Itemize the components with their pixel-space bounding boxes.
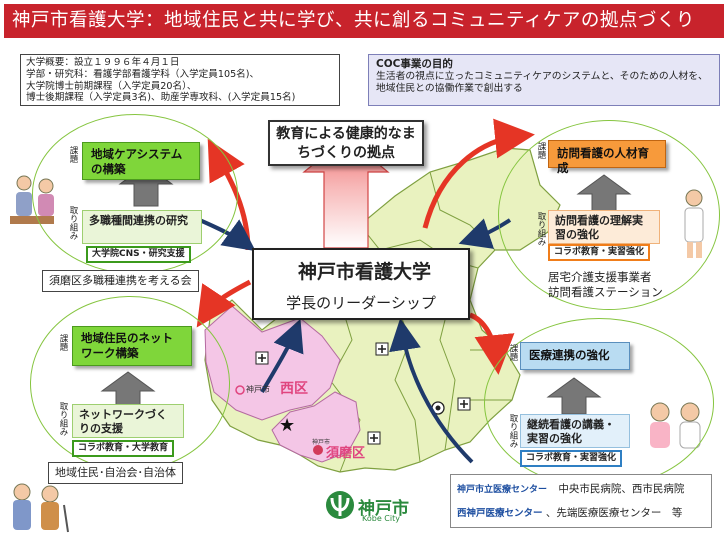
action-label: 取り組み bbox=[508, 414, 518, 448]
partner-home-care: 居宅介護支援事業者 訪問看護ステーション bbox=[548, 270, 663, 300]
issue-box-community-care: 地域ケアシステムの構築 bbox=[82, 142, 200, 180]
map-district-line bbox=[439, 299, 456, 451]
hospital-cross-icon bbox=[367, 431, 381, 445]
overview-line: 大学院博士前期課程（入学定員20名）、 bbox=[26, 80, 197, 92]
kobe-medical-center-name: 神戸市立医療センター bbox=[457, 485, 548, 495]
nishi-ku-label: 西区 bbox=[280, 381, 308, 397]
suma-ku-prefix: 神戸市 bbox=[312, 439, 331, 446]
hospital-detail: 中央市民病院、西市民病院 bbox=[558, 483, 685, 495]
president-leadership: 学長のリーダーシップ bbox=[286, 294, 436, 312]
suma-ku-logo-icon bbox=[313, 445, 323, 455]
coc-purpose: COC事業の目的 生活者の視点に立ったコミュニティケアのシステムと、そのための人… bbox=[368, 54, 720, 106]
partner-line: 居宅介護支援事業者 bbox=[548, 270, 652, 284]
university-location-star-icon: ★ bbox=[279, 415, 295, 436]
kobe-city-label: 神戸市 bbox=[358, 499, 409, 519]
issue-label: 課題 bbox=[68, 146, 78, 163]
hospital-cross-icon bbox=[255, 351, 269, 365]
red-arrow-top-right bbox=[422, 118, 535, 229]
partner-suma-interprofessional: 須磨区多職種連携を考える会 bbox=[42, 270, 199, 292]
hospital-line-1: 神戸市立医療センター 中央市民病院、西市民病院 bbox=[457, 481, 684, 496]
bubble-top-right bbox=[498, 120, 720, 310]
map-suma-ku bbox=[271, 391, 361, 463]
issue-box-medical-cooperation: 医療連携の強化 bbox=[520, 342, 630, 370]
red-arrow-bottom-left bbox=[196, 279, 252, 328]
university-center-box: 神戸市看護大学 学長のリーダーシップ bbox=[252, 248, 470, 320]
overview-line: 大学概要：設立１９９６年４月１日 bbox=[26, 57, 180, 68]
action-box-visiting-nurse-practice: 訪問看護の理解実習の強化 bbox=[548, 210, 660, 244]
action-box-network-support: ネットワークづくりの支援 bbox=[72, 404, 184, 438]
hospitals-box: 神戸市立医療センター 中央市民病院、西市民病院 西神戸医療センター 、先端医療医… bbox=[450, 474, 712, 528]
overview-line: 博士後期課程（入学定員3名)、助産学専攻科、(入学定員15名) bbox=[26, 92, 296, 104]
suma-ku-label: 須磨区 bbox=[326, 446, 366, 461]
tag-collab-practice: コラボ教育・実習強化 bbox=[520, 450, 623, 467]
action-label: 取り組み bbox=[536, 212, 546, 246]
navy-arrow-bottom-left bbox=[260, 318, 304, 394]
kobe-city-emblem-icon bbox=[326, 491, 354, 519]
coc-heading: COC事業の目的 bbox=[376, 58, 453, 70]
action-label: 取り組み bbox=[58, 402, 68, 436]
education-goal-box: 教育による健康的なまちづくりの拠点 bbox=[268, 120, 424, 166]
nishi-ku-prefix: 神戸市 bbox=[246, 385, 270, 394]
hospital-cross-icon bbox=[457, 397, 471, 411]
coc-body: 生活者の視点に立ったコミュニティケアのシステムと、そのための人材を、地域住民との… bbox=[376, 71, 708, 94]
issue-label: 課題 bbox=[58, 334, 68, 351]
university-name: 神戸市看護大学 bbox=[298, 261, 432, 283]
issue-label: 課題 bbox=[508, 344, 518, 361]
page-title: 神戸市看護大学：地域住民と共に学び、共に創るコミュニティケアの拠点づくり bbox=[4, 4, 724, 38]
issue-box-visiting-nurse-training: 訪問看護の人材育成 bbox=[548, 140, 666, 175]
kobe-city-sublabel: Kobe City bbox=[362, 514, 400, 523]
issue-box-resident-network: 地域住民のネットワーク構築 bbox=[72, 326, 192, 366]
elderly-walkers-illustration bbox=[13, 483, 69, 533]
hospital-detail: 、先端医療医療センター 等 bbox=[545, 507, 683, 519]
overview-line: 学部・研究科：看護学部看護学科（入学定員105名)、 bbox=[26, 68, 260, 80]
city-hall-icon bbox=[431, 401, 445, 415]
nishi-kobe-medical-center-name: 西神戸医療センター bbox=[457, 508, 543, 519]
action-label: 取り組み bbox=[68, 206, 78, 240]
nishi-ku-logo-icon bbox=[235, 385, 245, 395]
navy-arrow-bottom-right bbox=[389, 318, 474, 464]
partner-line: 訪問看護ステーション bbox=[548, 285, 663, 299]
issue-label: 課題 bbox=[536, 142, 546, 159]
tag-graduate-cns: 大学院CNS・研究支援 bbox=[86, 246, 191, 263]
red-arrow-bottom-right bbox=[468, 312, 515, 375]
hospital-cross-icon bbox=[375, 342, 389, 356]
tag-collab-university: コラボ教育・大学教育 bbox=[72, 440, 175, 457]
partner-residents: 地域住民･自治会･自治体 bbox=[48, 462, 183, 484]
action-box-interprofessional-research: 多職種間連携の研究 bbox=[82, 210, 202, 244]
hospital-line-2: 西神戸医療センター 、先端医療医療センター 等 bbox=[457, 505, 682, 520]
tag-collab-practice: コラボ教育・実習強化 bbox=[548, 244, 651, 261]
university-overview: 大学概要：設立１９９６年４月１日 学部・研究科：看護学部看護学科（入学定員105… bbox=[20, 54, 340, 106]
action-box-continuous-nursing: 継続看護の講義・実習の強化 bbox=[520, 414, 630, 448]
